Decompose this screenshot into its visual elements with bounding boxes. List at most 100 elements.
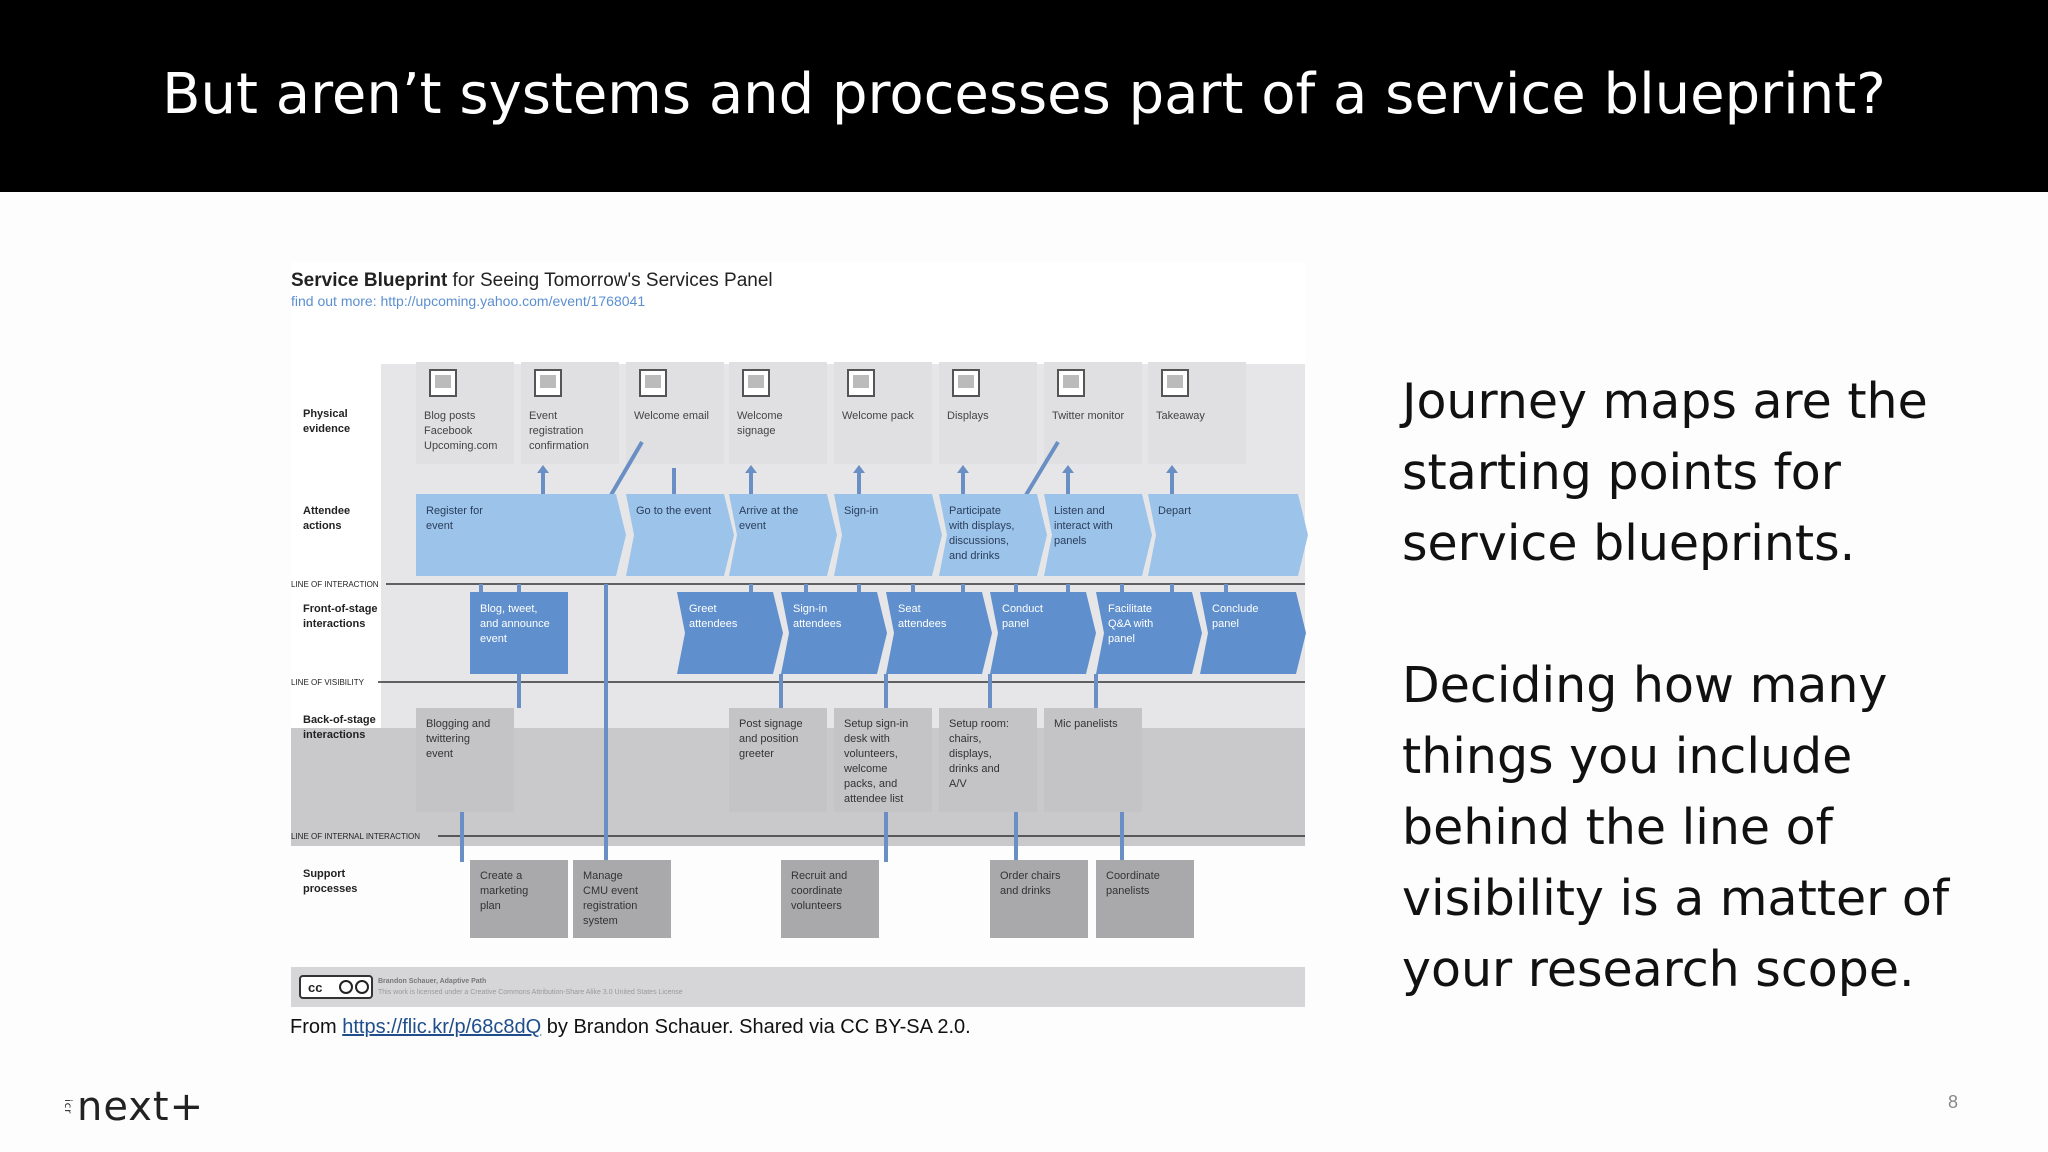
license-bar (291, 967, 1305, 1007)
image-caption: From https://flic.kr/p/68c8dQ by Brandon… (290, 1016, 971, 1039)
logo-small-text: icr (62, 1098, 73, 1114)
evidence-icon-screen (435, 375, 451, 388)
attendee-action (1044, 494, 1152, 576)
support-process-box (470, 860, 568, 938)
support-process-box (1096, 860, 1194, 938)
row-label-column (291, 358, 381, 728)
evidence-icon-screen (645, 375, 661, 388)
support-process-box (573, 860, 671, 938)
connector-twitter-head (1062, 465, 1074, 473)
back-stage-box (939, 708, 1037, 812)
front-stage-action (677, 592, 783, 674)
page-number: 8 (1948, 1092, 1959, 1112)
evidence-icon-screen (540, 375, 556, 388)
support-process-box (990, 860, 1088, 938)
evidence-icon-screen (958, 375, 974, 388)
row-label-column-support (291, 728, 381, 846)
diagram-subtitle: find out more: http://upcoming.yahoo.com… (291, 293, 645, 309)
cc-badge (299, 975, 373, 999)
evidence-icon-screen (1167, 375, 1183, 388)
physical-evidence-label: Welcome pack (842, 410, 914, 422)
front-stage-action (1096, 592, 1202, 674)
caption-link[interactable]: https://flic.kr/p/68c8dQ (342, 1016, 542, 1038)
connector-takeaway-head (1166, 465, 1178, 473)
band-title (291, 262, 1305, 358)
evidence-icon (847, 369, 875, 397)
caption-suffix: by Brandon Schauer. Shared via CC BY-SA … (541, 1016, 971, 1038)
support-process-box (781, 860, 879, 938)
attendee-action (626, 494, 734, 576)
front-stage-action (886, 592, 992, 674)
diagram-title-bold: Service Blueprint (291, 270, 448, 291)
license-author: Brandon Schauer, Adaptive Path (378, 978, 486, 985)
title-bar: But aren’t systems and processes part of… (0, 0, 2048, 192)
attendee-action-label: Go to the event (636, 505, 711, 517)
line-of-visibility-label: LINE OF VISIBILITY (291, 678, 365, 687)
license-text: This work is licensed under a Creative C… (378, 989, 683, 996)
connector-twitter-2 (1024, 440, 1060, 497)
body-text: Journey maps are the starting points for… (1402, 366, 2002, 1005)
physical-evidence-label: Displays (947, 410, 989, 422)
line-of-internal-interaction-label: LINE OF INTERNAL INTERACTION (291, 832, 420, 841)
physical-evidence-label: Welcome email (634, 410, 709, 422)
back-stage-box (729, 708, 827, 812)
connector-displays-head (957, 465, 969, 473)
front-stage-action (781, 592, 887, 674)
physical-evidence-label: Takeaway (1156, 410, 1205, 422)
band-gap (291, 346, 1305, 364)
physical-evidence-label: Twitter monitor (1052, 410, 1124, 422)
back-stage-box (416, 708, 514, 812)
front-stage-action (470, 592, 568, 674)
attendee-action (939, 494, 1047, 576)
evidence-icon-screen (748, 375, 764, 388)
connector-welcome-email (609, 440, 644, 497)
by-icon (339, 980, 353, 994)
sa-icon (355, 980, 369, 994)
attendee-action (729, 494, 837, 576)
attendee-action-label: Depart (1158, 505, 1191, 517)
diagram-title-rest: for Seeing Tomorrow's Services Panel (447, 270, 772, 291)
back-stage-box (834, 708, 932, 812)
caption-prefix: From (290, 1016, 343, 1038)
attendee-action (416, 494, 626, 576)
attendee-action (834, 494, 942, 576)
body-paragraph-1: Journey maps are the starting points for… (1402, 373, 1928, 572)
connector-arrive-head (745, 465, 757, 473)
evidence-icon (639, 369, 667, 397)
diagram-title: Service Blueprint for Seeing Tomorrow's … (291, 270, 773, 291)
front-stage-action (990, 592, 1096, 674)
back-stage-box (1044, 708, 1142, 812)
line-of-interaction-label: LINE OF INTERACTION (291, 580, 379, 589)
evidence-icon-screen (1063, 375, 1079, 388)
front-stage-action (1200, 592, 1306, 674)
attendee-action (1148, 494, 1308, 576)
attendee-action-label: Sign-in (844, 505, 878, 517)
logo-text: next (77, 1084, 170, 1130)
connector-signin-head (853, 465, 865, 473)
